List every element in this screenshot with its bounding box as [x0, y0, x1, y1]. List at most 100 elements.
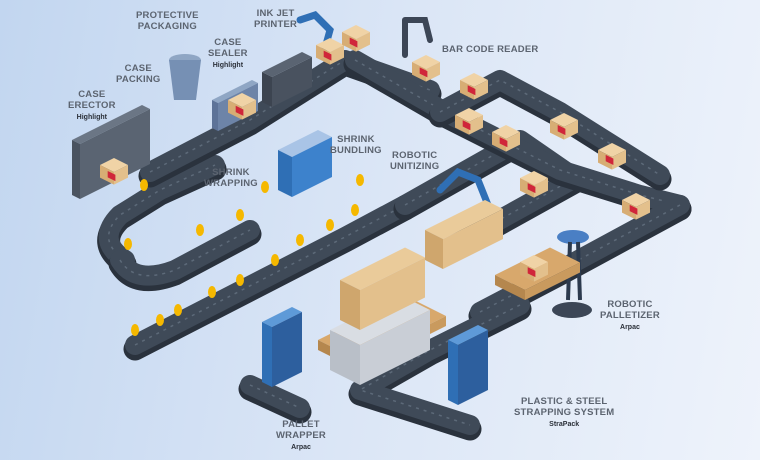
- pallet-wrapper-tower: [262, 307, 302, 387]
- carton-left: [520, 262, 534, 282]
- carton: [520, 255, 548, 282]
- carton-left: [228, 100, 242, 120]
- label-pallet-wrapper: PALLET WRAPPER Arpac: [276, 419, 326, 452]
- product: [174, 304, 182, 316]
- label-robotic-palletizer-line2: PALLETIZER: [600, 309, 660, 321]
- conveyor-roller-marks: [354, 59, 681, 206]
- carton-right: [534, 262, 548, 282]
- carton-logo: [629, 204, 638, 215]
- pallet-wrapper-tower-right: [272, 312, 302, 387]
- label-ink-jet-printer: INK JET PRINTER: [254, 8, 298, 31]
- carton-left: [100, 165, 114, 185]
- carton-left: [455, 115, 469, 135]
- label-protective-packaging-line1: PROTECTIVE: [136, 10, 199, 21]
- carton-left: [598, 150, 612, 170]
- label-case-erector-line1: CASE: [78, 89, 106, 100]
- carton-logo: [467, 85, 476, 96]
- label-robotic-palletizer-line1: ROBOTIC: [607, 299, 653, 310]
- product: [271, 254, 279, 266]
- stacked-load-1-left: [340, 280, 360, 330]
- strapping-arch-right: [458, 330, 488, 405]
- case-erector-frame: [72, 105, 150, 199]
- carton: [342, 25, 370, 52]
- label-shrink-bundling-line1: SHRINK: [337, 134, 375, 145]
- label-bar-code-reader-line1: BAR CODE READER: [442, 44, 539, 55]
- carton-right: [426, 62, 440, 82]
- label-pallet-wrapper-line2: WRAPPER: [276, 429, 326, 441]
- stacked-load-1: [340, 247, 425, 330]
- shrink-bundler-left: [278, 150, 292, 197]
- label-shrink-bundling: SHRINK BUNDLING: [330, 134, 382, 157]
- label-plastic-steel-strapping-line2: STRAPPING SYSTEM: [514, 406, 615, 418]
- carton-right: [114, 165, 128, 185]
- stacked-load-1-right: [360, 257, 425, 330]
- carton-left: [492, 132, 506, 152]
- carton-right: [469, 115, 483, 135]
- stacked-load-1-top: [340, 247, 425, 290]
- strapping-arch-left: [448, 340, 458, 405]
- carton: [460, 73, 488, 100]
- label-shrink-bundling-line2: BUNDLING: [330, 144, 382, 156]
- ink-jet-printer-body-right: [272, 57, 312, 107]
- conveyor-roller-marks: [249, 384, 301, 409]
- carton: [550, 113, 578, 140]
- ink-jet-printer-body-left: [262, 72, 272, 107]
- label-shrink-wrapping: SHRINK WRAPPING: [204, 167, 258, 190]
- carton-left: [550, 120, 564, 140]
- carton-right: [612, 150, 626, 170]
- case-sealer-body-left: [212, 100, 218, 131]
- label-pallet-wrapper-line1: PALLET: [282, 419, 320, 430]
- machine-layer: [72, 10, 592, 405]
- product: [356, 174, 364, 186]
- shrink-bundler-right: [292, 137, 332, 197]
- label-case-packing-line2: PACKING: [116, 73, 161, 85]
- stacked-load-2-left: [425, 230, 443, 269]
- label-robotic-unitizing-line1: ROBOTIC: [392, 150, 438, 161]
- case-erector-frame-left: [72, 140, 80, 199]
- label-case-sealer: CASE SEALER Highlight: [208, 37, 248, 70]
- conveyor-layer: [97, 50, 692, 441]
- case-erector-frame-right: [80, 109, 150, 199]
- wrapped-load-right: [360, 310, 430, 385]
- carton-left: [316, 45, 330, 65]
- carton: [520, 171, 548, 198]
- carton-left: [460, 80, 474, 100]
- carton-left: [342, 32, 356, 52]
- carton-right: [330, 45, 344, 65]
- label-robotic-unitizing: ROBOTIC UNITIZING: [390, 150, 440, 173]
- ink-jet-arm: [296, 10, 334, 52]
- carton-logo: [419, 67, 428, 78]
- product: [196, 224, 204, 236]
- carton: [228, 93, 256, 120]
- label-case-erector: CASE ERECTOR Highlight: [68, 89, 116, 122]
- label-case-sealer-vendor: Highlight: [212, 61, 244, 69]
- label-robotic-unitizing-line2: UNITIZING: [390, 160, 440, 172]
- label-robotic-palletizer: ROBOTIC PALLETIZER Arpac: [600, 299, 660, 332]
- carton: [412, 55, 440, 82]
- label-ink-jet-printer-line2: PRINTER: [254, 18, 298, 30]
- product: [236, 274, 244, 286]
- carton: [100, 158, 128, 185]
- label-case-erector-vendor: Highlight: [76, 113, 107, 121]
- carton-right: [534, 178, 548, 198]
- carton-right: [564, 120, 578, 140]
- stacked-load-2-top: [425, 200, 503, 239]
- carton-logo: [527, 183, 536, 194]
- label-plastic-steel-strapping: PLASTIC & STEEL STRAPPING SYSTEM StraPac…: [514, 396, 615, 429]
- label-case-packing: CASE PACKING: [116, 63, 161, 86]
- label-protective-packaging-line2: PACKAGING: [137, 20, 197, 32]
- product: [261, 181, 269, 193]
- shrink-bundler-top: [278, 130, 332, 157]
- label-plastic-steel-strapping-vendor: StraPack: [549, 420, 580, 428]
- palletizer-pallet-left: [495, 275, 525, 300]
- carton: [455, 108, 483, 135]
- label-protective-packaging: PROTECTIVE PACKAGING: [136, 10, 199, 33]
- product: [208, 286, 216, 298]
- label-robotic-palletizer-vendor: Arpac: [620, 323, 640, 331]
- carton-logo: [605, 154, 614, 165]
- ink-jet-printer-body: [262, 52, 312, 107]
- label-case-packing-line1: CASE: [124, 63, 152, 74]
- label-shrink-wrapping-line1: SHRINK: [212, 167, 250, 178]
- product: [296, 234, 304, 246]
